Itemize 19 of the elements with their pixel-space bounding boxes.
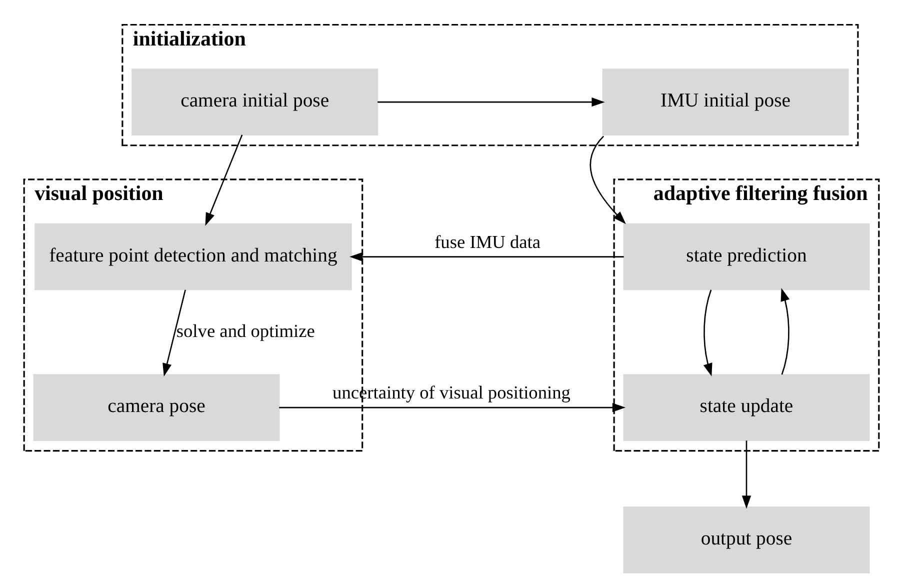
arrow	[162, 290, 186, 376]
arrow	[205, 134, 243, 226]
node-box: feature point detection and matching	[34, 223, 352, 290]
node-box: state prediction	[623, 223, 870, 290]
node-box: camera pose	[33, 374, 280, 441]
arrow	[378, 98, 605, 107]
node-box: state update	[623, 374, 870, 441]
arrow	[349, 252, 624, 262]
arrow	[279, 402, 626, 412]
arrow	[742, 440, 752, 509]
arrow	[590, 136, 626, 224]
node-box: camera initial pose	[132, 68, 378, 136]
node-box: output pose	[623, 506, 870, 574]
edge-label: uncertainty of visual positioning	[332, 382, 570, 403]
edge-label: solve and optimize	[176, 321, 315, 342]
arrow	[780, 288, 790, 375]
node-box: IMU initial pose	[602, 68, 849, 136]
arrow	[703, 290, 712, 376]
edge-label: fuse IMU data	[434, 232, 541, 252]
